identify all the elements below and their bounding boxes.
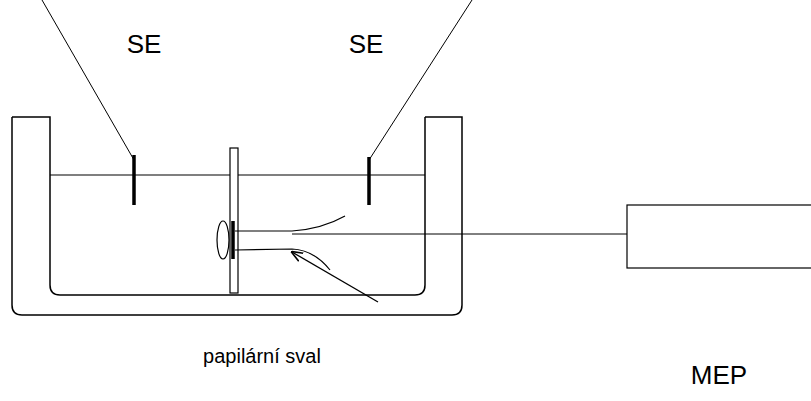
leader-arrow bbox=[292, 252, 378, 302]
muscle-clamp bbox=[231, 221, 235, 259]
papillary-muscle bbox=[235, 216, 345, 231]
electrode-wire bbox=[42, 0, 134, 160]
electrode-wire bbox=[369, 0, 472, 160]
muscle-label: papilární sval bbox=[203, 346, 321, 366]
electrode-label: SE bbox=[127, 31, 162, 57]
holder-plate bbox=[230, 148, 238, 293]
stimulating-electrode bbox=[132, 155, 136, 205]
clamp-oval bbox=[217, 221, 229, 259]
bath-wall bbox=[12, 117, 425, 295]
thread bbox=[292, 234, 627, 235]
transducer-box bbox=[627, 205, 811, 268]
transducer-label: MEP bbox=[691, 362, 747, 388]
stimulating-electrode bbox=[367, 157, 371, 205]
electrode-label: SE bbox=[349, 31, 384, 57]
outer-tray bbox=[12, 117, 462, 315]
papillary-muscle bbox=[235, 249, 330, 270]
